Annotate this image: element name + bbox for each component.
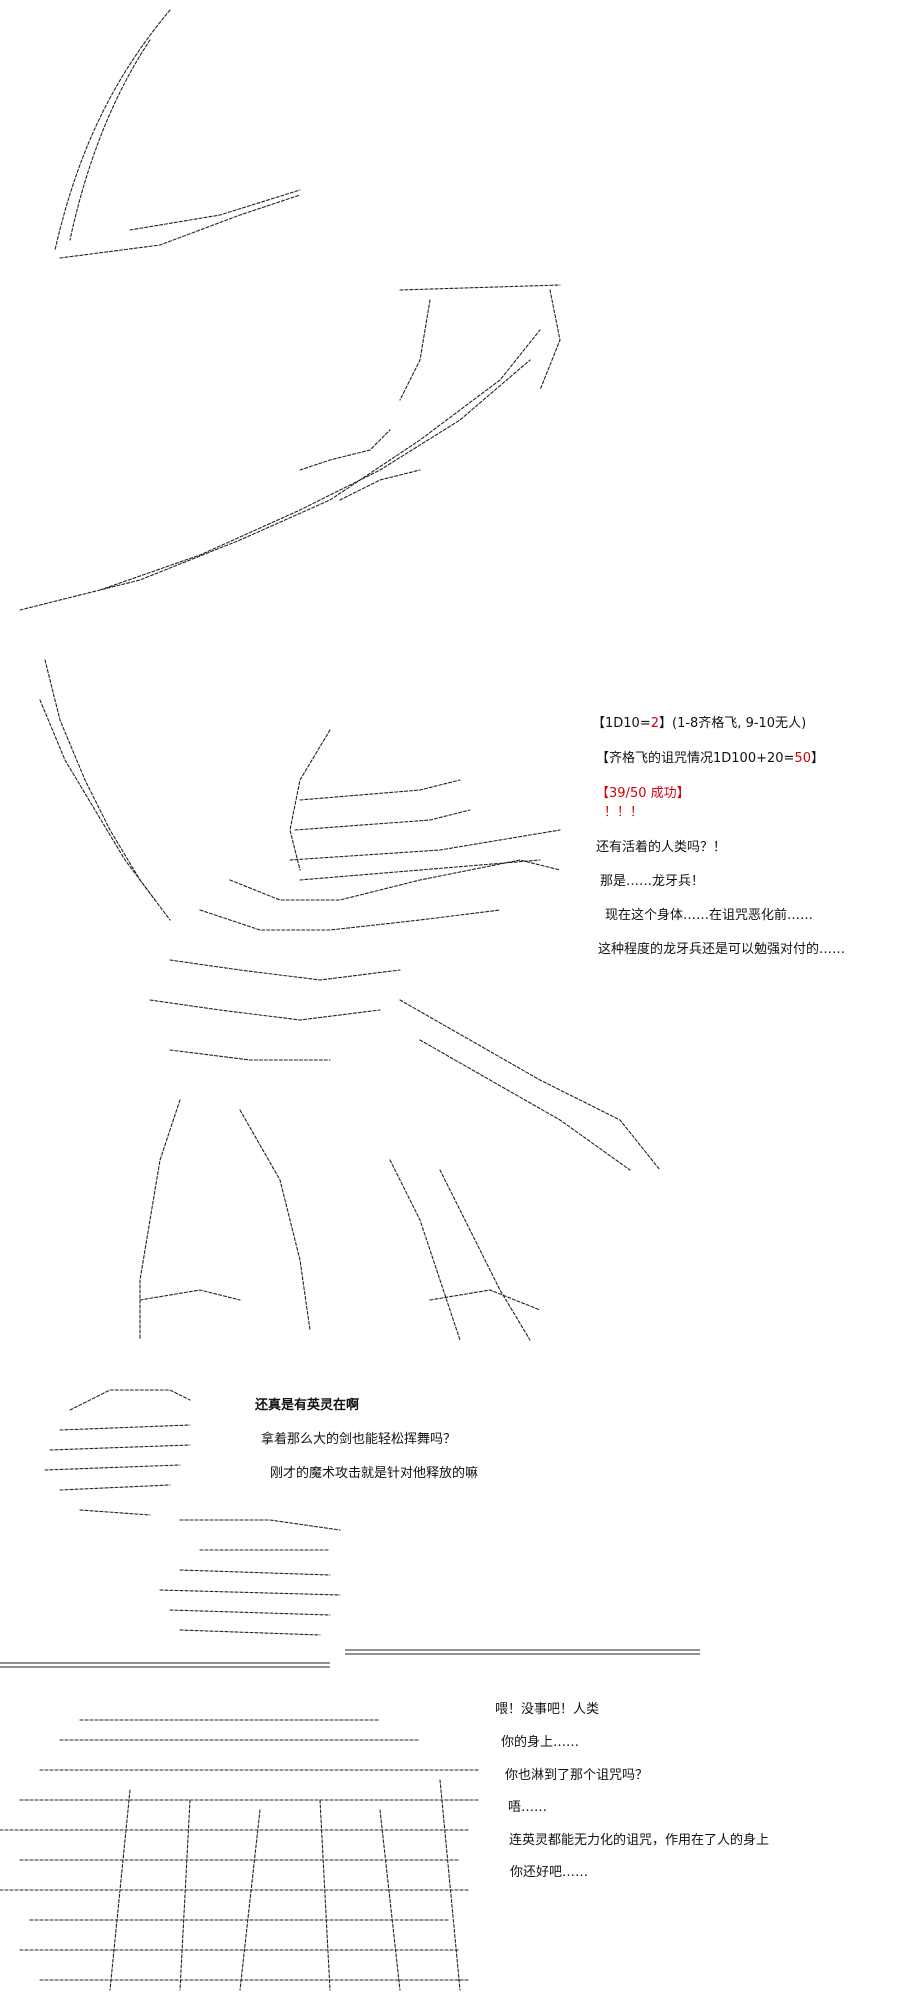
hair-3 <box>44 1464 181 1471</box>
face <box>79 1509 151 1516</box>
swirl-2 <box>339 469 421 501</box>
dialogue-line: 这种程度的龙牙兵还是可以勉强对付的…… <box>598 942 846 957</box>
figure-2 <box>179 1799 191 1991</box>
spear-shaft <box>44 659 171 921</box>
arm-1 <box>179 1519 341 1531</box>
helmet-band-4 <box>299 859 541 881</box>
blade-4 <box>169 1609 331 1616</box>
left-leg <box>139 1099 181 1341</box>
slash-arc-1 <box>54 9 171 251</box>
shoulder-line <box>229 859 561 901</box>
rear-leg-1 <box>389 1159 461 1341</box>
figure-1 <box>109 1789 131 1991</box>
helmet-outline <box>289 729 331 871</box>
right-leg <box>239 1109 311 1331</box>
blade-2 <box>179 1569 331 1576</box>
sword-blade-1 <box>399 999 661 1171</box>
dialogue-line: 喂！没事吧！人类 <box>495 1702 600 1717</box>
hair-1 <box>59 1424 191 1431</box>
slash-trail-2 <box>129 189 301 231</box>
figure-3 <box>239 1809 261 1991</box>
success-line: 【39/50 成功】 <box>596 786 690 801</box>
chest-line-1 <box>199 909 501 931</box>
dialogue-line: 唔…… <box>508 1800 548 1815</box>
blade-5 <box>179 1629 321 1636</box>
foot-right <box>429 1289 541 1311</box>
waist-line <box>169 1049 331 1061</box>
hair-2 <box>49 1444 191 1451</box>
helmet-band-1 <box>299 779 461 801</box>
curse-line: 【齐格飞的诅咒情况1D100+20=50】 <box>596 751 824 766</box>
slash-arc-2 <box>69 39 151 241</box>
foot-left <box>139 1289 241 1301</box>
roll-line: 【1D10=2】(1-8齐格飞, 9-10无人) <box>592 716 807 731</box>
spear-shaft-2 <box>39 699 156 901</box>
dialogue-line: 还有活着的人类吗？！ <box>596 840 727 855</box>
dialogue-line: 现在这个身体……在诅咒恶化前…… <box>605 908 814 923</box>
hair-4 <box>59 1484 171 1491</box>
slash-right-hook <box>539 289 561 391</box>
dialogue-line: 还真是有英灵在啊 <box>255 1398 360 1413</box>
dialogue-line: 刚才的魔术攻击就是针对他释放的嘛 <box>270 1466 479 1481</box>
figure-5 <box>379 1809 401 1991</box>
dialogue-line: 那是……龙牙兵！ <box>600 874 705 889</box>
chest-line-2 <box>169 959 401 981</box>
head-top <box>69 1389 191 1411</box>
blade-3 <box>159 1589 341 1596</box>
figure-6 <box>439 1779 461 1991</box>
slash-diagonal-1 <box>19 329 541 611</box>
dialogue-line: 连英灵都能无力化的诅咒，作用在了人的身上 <box>509 1833 770 1848</box>
slash-left-hook <box>399 299 431 401</box>
slash-trail-1 <box>59 194 301 259</box>
dialogue-line: 你还好吧…… <box>510 1865 589 1880</box>
rear-leg-2 <box>439 1169 531 1341</box>
sword-blade-2 <box>419 1039 631 1171</box>
swirl-1 <box>299 429 391 471</box>
helmet-band-3 <box>289 829 561 861</box>
dialogue-line: 拿着那么大的剑也能轻松挥舞吗？ <box>261 1432 457 1447</box>
slash-top-bar <box>399 284 561 291</box>
dialogue-line: 你也淋到了那个诅咒吗？ <box>505 1768 649 1783</box>
helmet-band-2 <box>294 809 471 831</box>
figure-4 <box>319 1799 331 1991</box>
exclamation-line: ！！！ <box>604 805 644 820</box>
chest-line-3 <box>149 999 381 1021</box>
dialogue-line: 你的身上…… <box>501 1735 580 1750</box>
slash-diagonal-2 <box>99 359 531 591</box>
